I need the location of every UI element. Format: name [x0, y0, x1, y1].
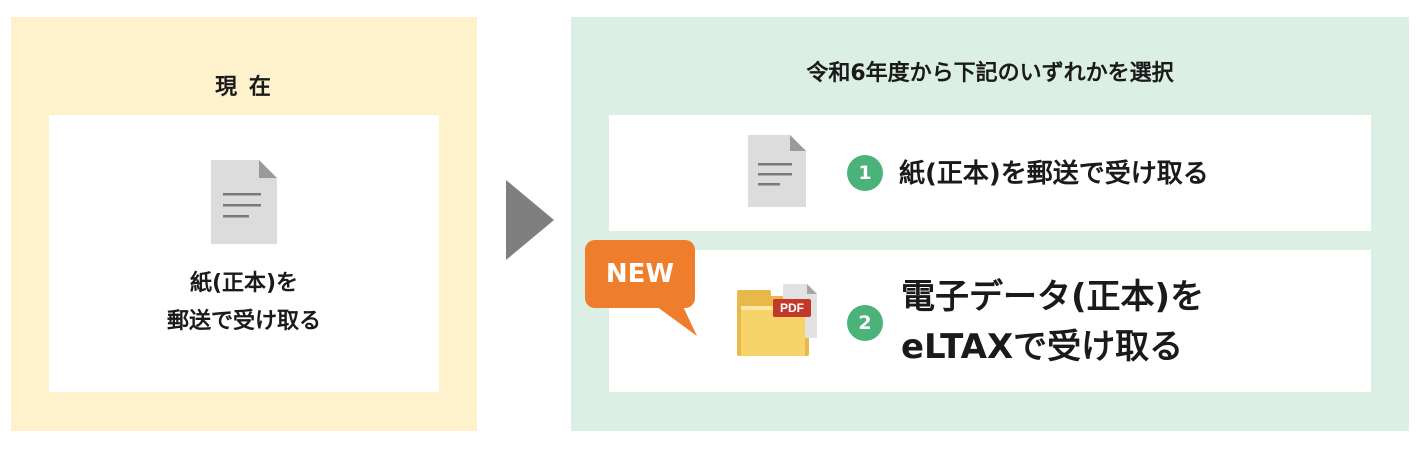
pdf-folder-icon: PDF: [737, 284, 817, 356]
current-panel: 現 在 紙(正本)を 郵送で受け取る: [11, 17, 477, 431]
document-icon: [748, 135, 806, 207]
option-paper: 1 紙(正本)を郵送で受け取る: [609, 115, 1371, 231]
option-electronic: PDF 2 電子データ(正本)を eLTAXで受け取る: [609, 250, 1371, 392]
current-card: 紙(正本)を 郵送で受け取る: [49, 115, 439, 392]
pdf-tag: PDF: [780, 301, 804, 315]
current-heading: 現 在: [215, 75, 273, 100]
option-label-line1: 電子データ(正本)を: [901, 277, 1205, 317]
current-card-line2: 郵送で受け取る: [166, 309, 321, 334]
current-card-text: 紙(正本)を 郵送で受け取る: [49, 265, 439, 341]
document-icon: [211, 160, 277, 244]
option-number-badge: 2: [847, 305, 883, 341]
current-card-line1: 紙(正本)を: [189, 271, 299, 296]
option-label: 電子データ(正本)を eLTAXで受け取る: [901, 272, 1204, 372]
future-heading: 令和6年度から下記のいずれかを選択: [806, 61, 1174, 86]
future-panel: 令和6年度から下記のいずれかを選択 1 紙(正本)を郵送で受け取る PDF 2 …: [571, 17, 1409, 431]
option-label-line2: eLTAXで受け取る: [901, 327, 1184, 367]
option-number-badge: 1: [847, 155, 883, 191]
new-badge: NEW: [585, 240, 695, 308]
arrow-right-icon: [506, 180, 554, 260]
option-label: 紙(正本)を郵送で受け取る: [899, 159, 1209, 189]
